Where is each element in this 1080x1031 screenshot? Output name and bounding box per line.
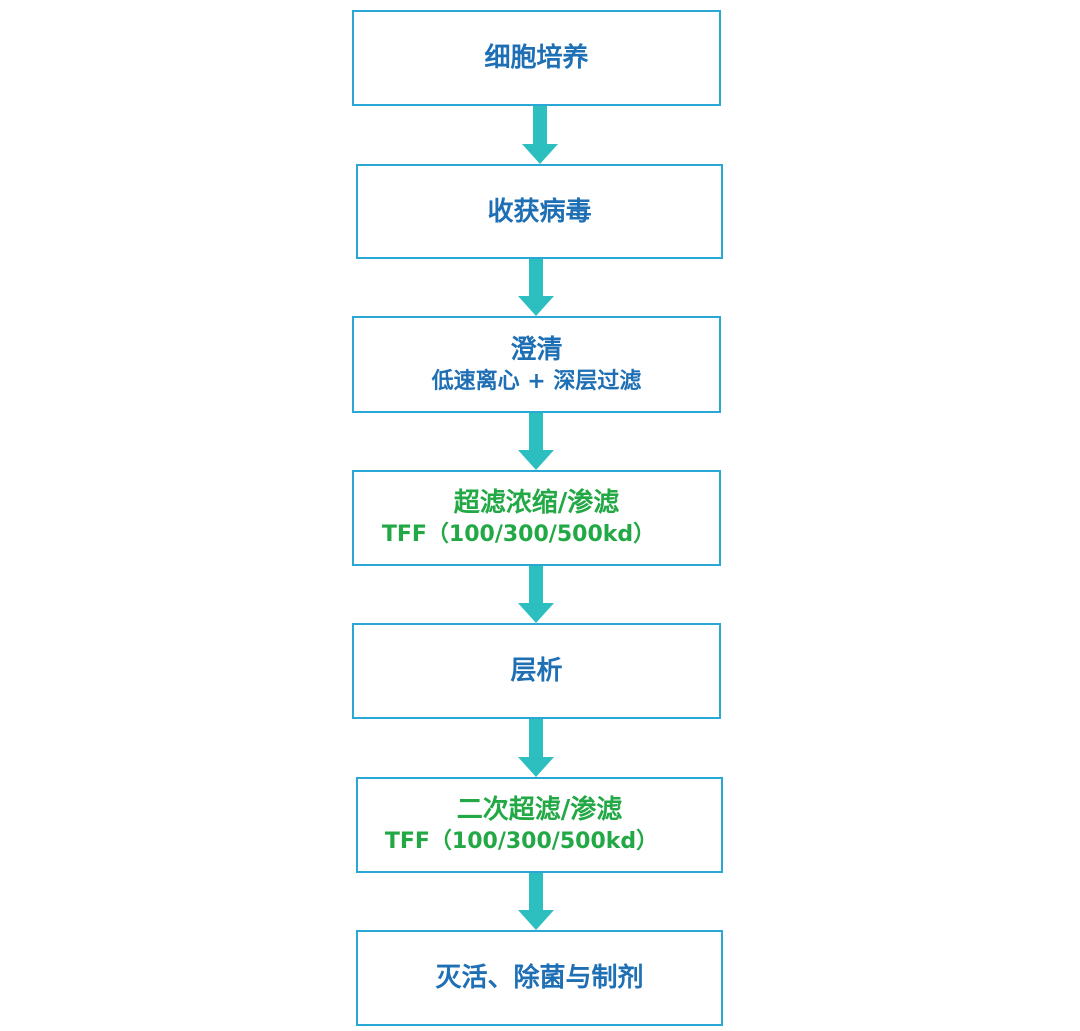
step-harvest-virus: 收获病毒	[356, 164, 723, 259]
step-title: 二次超滤/渗滤	[456, 795, 623, 825]
step-ultrafiltration: 超滤浓缩/渗滤 TFF（100/300/500kd）	[352, 470, 721, 566]
arrow-down-icon	[518, 413, 554, 470]
step-inactivation-formulation: 灭活、除菌与制剂	[356, 930, 723, 1026]
step-detail: 低速离心 + 深层过滤	[431, 368, 642, 394]
step-title: 澄清	[510, 334, 563, 365]
step-title: 细胞培养	[484, 43, 589, 73]
flow-arrow	[518, 259, 554, 316]
flow-arrow	[518, 413, 554, 470]
flow-arrow	[518, 566, 554, 623]
step-detail: TFF（100/300/500kd）	[384, 829, 659, 854]
step-title: 收获病毒	[487, 196, 592, 227]
step-chromatography: 层析	[352, 623, 721, 719]
flow-arrow	[522, 106, 558, 164]
flow-arrow	[518, 719, 554, 777]
arrow-down-icon	[518, 259, 554, 316]
flow-arrow	[518, 873, 554, 930]
step-clarification: 澄清 低速离心 + 深层过滤	[352, 316, 721, 413]
step-second-ultrafiltration: 二次超滤/渗滤 TFF（100/300/500kd）	[356, 777, 723, 873]
step-title: 灭活、除菌与制剂	[435, 963, 644, 993]
step-detail: TFF（100/300/500kd）	[381, 522, 656, 547]
arrow-down-icon	[518, 873, 554, 930]
arrow-down-icon	[518, 719, 554, 777]
arrow-down-icon	[518, 566, 554, 623]
step-cell-culture: 细胞培养	[352, 10, 721, 106]
arrow-down-icon	[522, 106, 558, 164]
step-title: 超滤浓缩/渗滤	[453, 488, 620, 518]
step-title: 层析	[510, 656, 563, 686]
